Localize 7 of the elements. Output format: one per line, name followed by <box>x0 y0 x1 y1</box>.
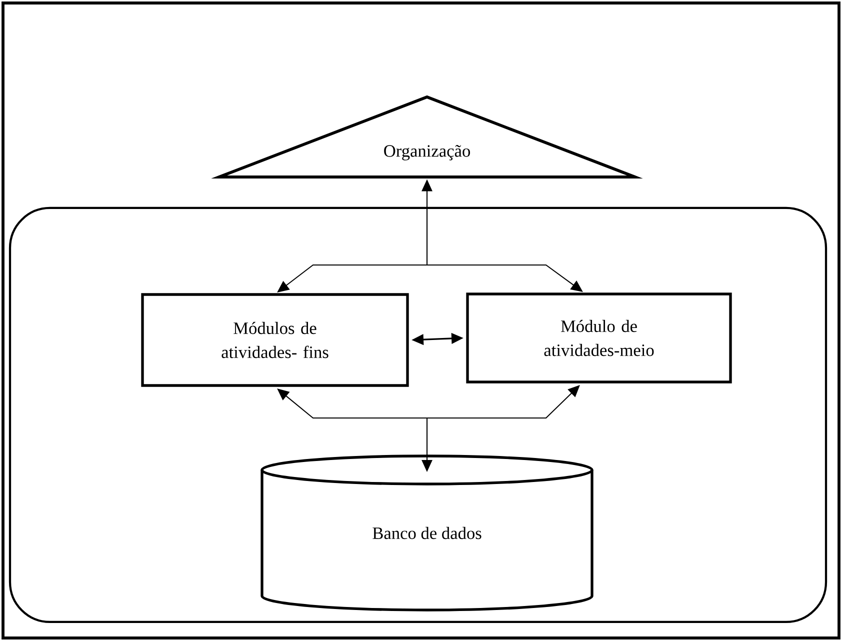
arrow <box>427 385 580 419</box>
node-label: Banco de dados <box>372 526 482 540</box>
process-box: Módulos de atividades- fins <box>141 293 409 387</box>
process-box: Módulo de atividades-meio <box>466 292 732 384</box>
database-cylinder: Banco de dados <box>260 454 594 612</box>
arrow <box>277 388 427 419</box>
rounded-panel <box>8 206 828 624</box>
